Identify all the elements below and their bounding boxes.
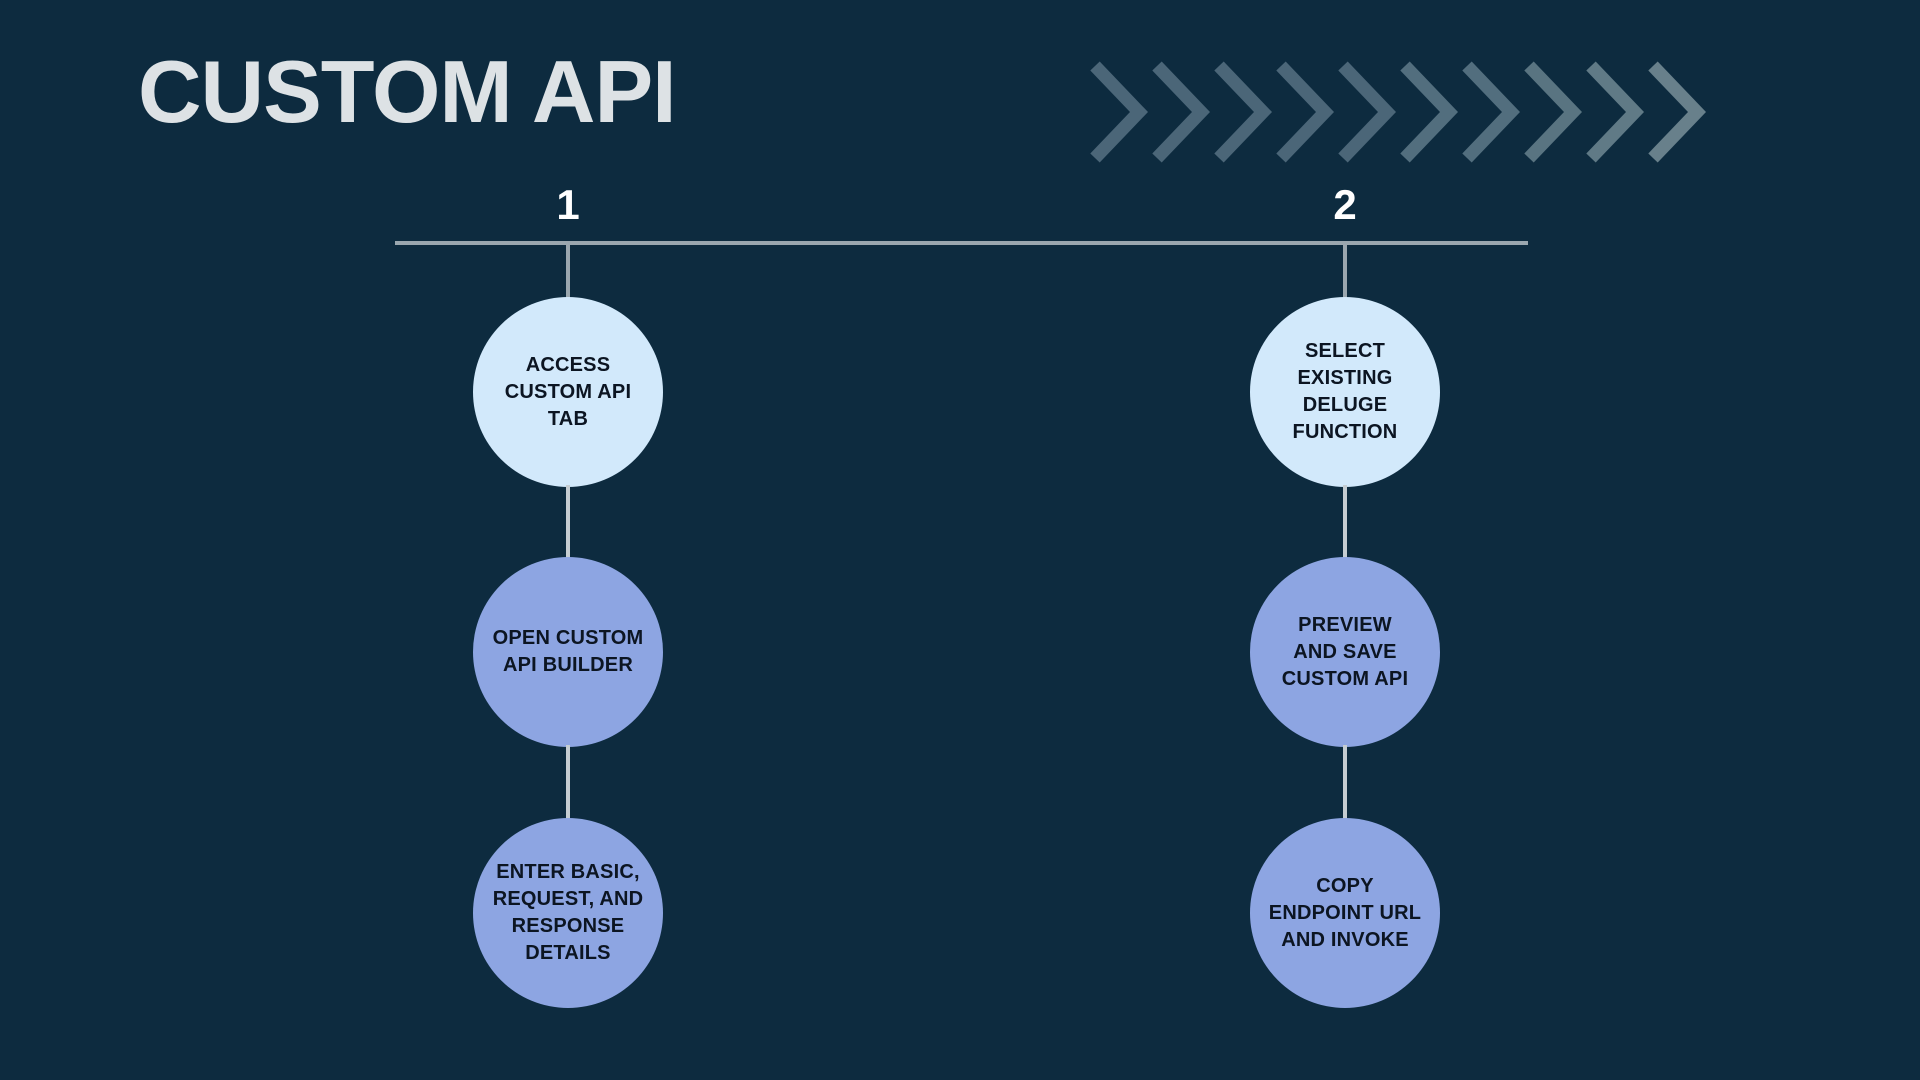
step-label: SELECT EXISTING DELUGE FUNCTION [1292,340,1398,443]
chevron-right-icon [1152,61,1210,163]
connector-line [1343,745,1347,820]
step-number-1: 1 [556,181,580,228]
chevron-right-icon [1090,61,1148,163]
chevron-right-icon [1338,61,1396,163]
step-label: ENTER BASIC, REQUEST, AND RESPONSE DETAI… [492,861,644,964]
chevron-right-icon [1214,61,1272,163]
chevron-right-icon [1586,61,1644,163]
chevron-right-icon [1400,61,1458,163]
chevron-right-icon [1276,61,1334,163]
step-circle-open-custom-api-builder: OPEN CUSTOM API BUILDER [473,557,663,747]
chevron-right-icon [1524,61,1582,163]
timeline-branch-line [566,243,570,300]
step-number-2: 2 [1333,181,1357,228]
timeline-branch-line [1343,243,1347,300]
chevron-decoration [1090,61,1706,163]
timeline-line [395,241,1528,245]
step-circle-preview-and-save: PREVIEW AND SAVE CUSTOM API [1250,557,1440,747]
connector-line [566,745,570,820]
step-label: OPEN CUSTOM API BUILDER [492,627,644,676]
step-circle-copy-endpoint-url: COPY ENDPOINT URL AND INVOKE [1250,818,1440,1008]
chevron-right-icon [1648,61,1706,163]
step-label: PREVIEW AND SAVE CUSTOM API [1281,613,1409,690]
step-label: ACCESS CUSTOM API TAB [504,353,632,430]
connector-line [1343,485,1347,559]
connector-line [566,485,570,559]
step-label: COPY ENDPOINT URL AND INVOKE [1268,874,1422,951]
page-title: CUSTOM API [138,42,677,141]
step-circle-select-deluge-function: SELECT EXISTING DELUGE FUNCTION [1250,297,1440,487]
step-circle-access-custom-api-tab: ACCESS CUSTOM API TAB [473,297,663,487]
chevron-right-icon [1462,61,1520,163]
step-circle-enter-details: ENTER BASIC, REQUEST, AND RESPONSE DETAI… [473,818,663,1008]
